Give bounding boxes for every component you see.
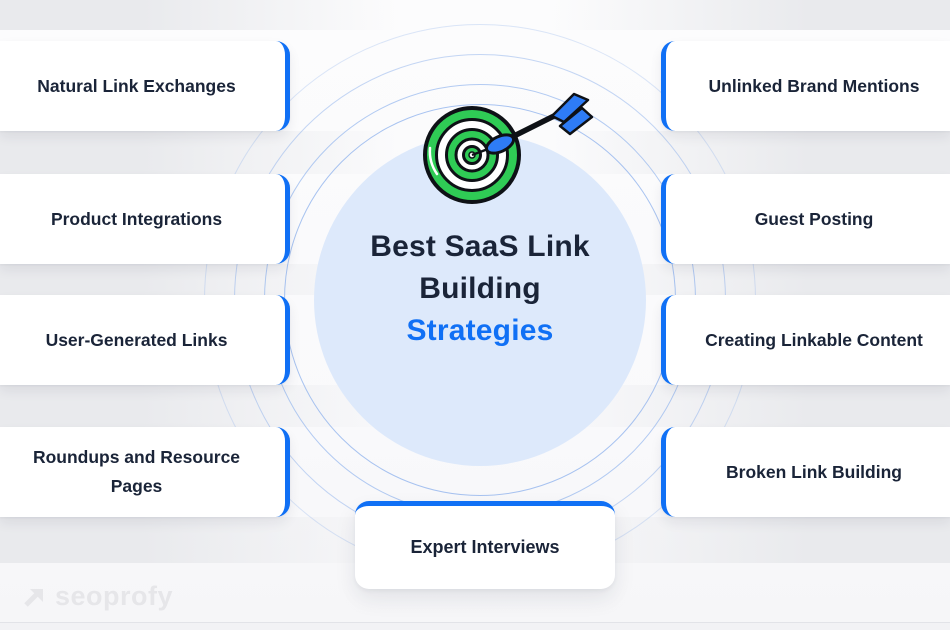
card-label: User-Generated Links <box>45 329 228 350</box>
card-user-generated-links: User-Generated Links <box>0 295 290 385</box>
title-main: Best SaaS Link Building <box>370 230 590 305</box>
card-unlinked-brand-mentions: Unlinked Brand Mentions <box>661 41 950 131</box>
card-natural-link-exchanges: Natural Link Exchanges <box>0 41 290 131</box>
card-label: Roundups and Resource Pages <box>32 447 241 496</box>
card-product-integrations: Product Integrations <box>0 174 290 264</box>
card-label: Broken Link Building <box>726 461 902 482</box>
card-expert-interviews: Expert Interviews <box>355 501 615 589</box>
card-broken-link-building: Broken Link Building <box>661 427 950 517</box>
bottom-strip <box>0 623 950 630</box>
bottom-divider <box>0 622 950 623</box>
logo: seoprofy <box>22 581 173 612</box>
card-label: Creating Linkable Content <box>705 329 923 350</box>
target-with-dart-icon <box>423 92 594 204</box>
card-label: Expert Interviews <box>410 537 560 557</box>
title-accent: Strategies <box>406 314 554 347</box>
card-label: Unlinked Brand Mentions <box>708 75 920 96</box>
page-title: Best SaaS Link Building Strategies <box>330 226 630 352</box>
logo-text: seoprofy <box>55 581 174 611</box>
arrow-up-right-icon <box>24 588 43 607</box>
card-guest-posting: Guest Posting <box>661 174 950 264</box>
card-label: Product Integrations <box>50 208 223 229</box>
card-label: Natural Link Exchanges <box>37 75 236 96</box>
card-creating-linkable-content: Creating Linkable Content <box>661 295 950 385</box>
card-roundups-resource-pages: Roundups and Resource Pages <box>0 427 290 517</box>
card-label: Guest Posting <box>754 208 874 229</box>
